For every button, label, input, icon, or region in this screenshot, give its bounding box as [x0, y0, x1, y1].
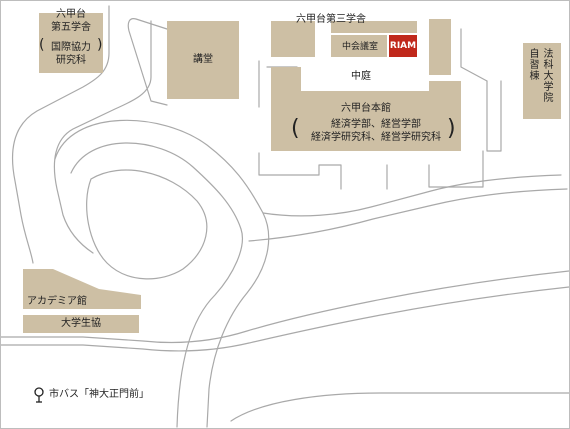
bldg-hogaku	[523, 43, 561, 119]
road-lower-right	[230, 392, 569, 422]
road-kodo	[127, 18, 168, 106]
road-left-outer	[11, 5, 110, 264]
bus-stop-icon	[34, 387, 44, 403]
bldg-dai3-top	[331, 21, 417, 33]
label-kodo: 講堂	[193, 54, 213, 65]
road-cross-2	[1, 286, 569, 352]
label-honkan-paren-open: (	[291, 116, 300, 141]
label-honkan-2: 経済学部、経営学部	[331, 119, 421, 130]
label-honkan-3: 経済学研究科、経営学研究科	[311, 132, 441, 143]
label-dai5-1: 六甲台	[56, 9, 86, 20]
label-dai3: 六甲台第三学舎	[296, 14, 366, 25]
road-top-east	[460, 28, 488, 82]
road-diagonal-east-2	[248, 188, 568, 242]
label-dai5-3: 国際協力	[51, 42, 91, 53]
label-dai5-paren-open: (	[39, 37, 45, 53]
road-curve-outer	[54, 119, 270, 428]
bldg-seikyo	[23, 315, 139, 333]
road-loop	[86, 169, 208, 280]
label-honkan-1: 六甲台本館	[341, 103, 391, 114]
riam-label: RIAM	[389, 41, 417, 51]
bus-stop[interactable]: 市バス「神大正門前」	[33, 387, 149, 403]
road-diagonal-east	[262, 174, 562, 217]
bus-stop-label: 市バス「神大正門前」	[49, 389, 149, 400]
bldg-dai5	[39, 13, 103, 73]
bldg-dai3-east	[429, 19, 451, 75]
bldg-kodo	[167, 21, 239, 99]
label-honkan-paren-close: )	[447, 116, 456, 141]
road-honkan-front	[258, 152, 342, 190]
bldg-honkan	[271, 67, 461, 151]
label-hogaku-col1: 法科大学院	[543, 49, 554, 104]
road-honkan-front-2	[386, 150, 484, 190]
bldg-dai3-left	[271, 21, 315, 57]
label-seikyo: 大学生協	[61, 318, 101, 329]
road-cross	[1, 270, 569, 344]
label-chukaigishitsu: 中会議室	[341, 42, 378, 52]
bldg-academia	[23, 269, 141, 309]
road-curve-inner	[70, 142, 243, 428]
label-dai5-paren-close: )	[97, 37, 103, 53]
label-dai5-4: 研究科	[56, 55, 86, 66]
road-left-inner	[53, 20, 152, 254]
label-nakaniwa: 中庭	[351, 71, 371, 82]
riam-marker[interactable]: RIAM	[389, 35, 417, 57]
label-dai5-2: 第五学舎	[51, 22, 91, 33]
road-east-side	[486, 80, 502, 152]
bldg-chukaigi	[331, 35, 387, 57]
label-academia: アカデミア館	[27, 296, 87, 307]
label-hogaku-col2: 自習棟	[529, 49, 540, 82]
